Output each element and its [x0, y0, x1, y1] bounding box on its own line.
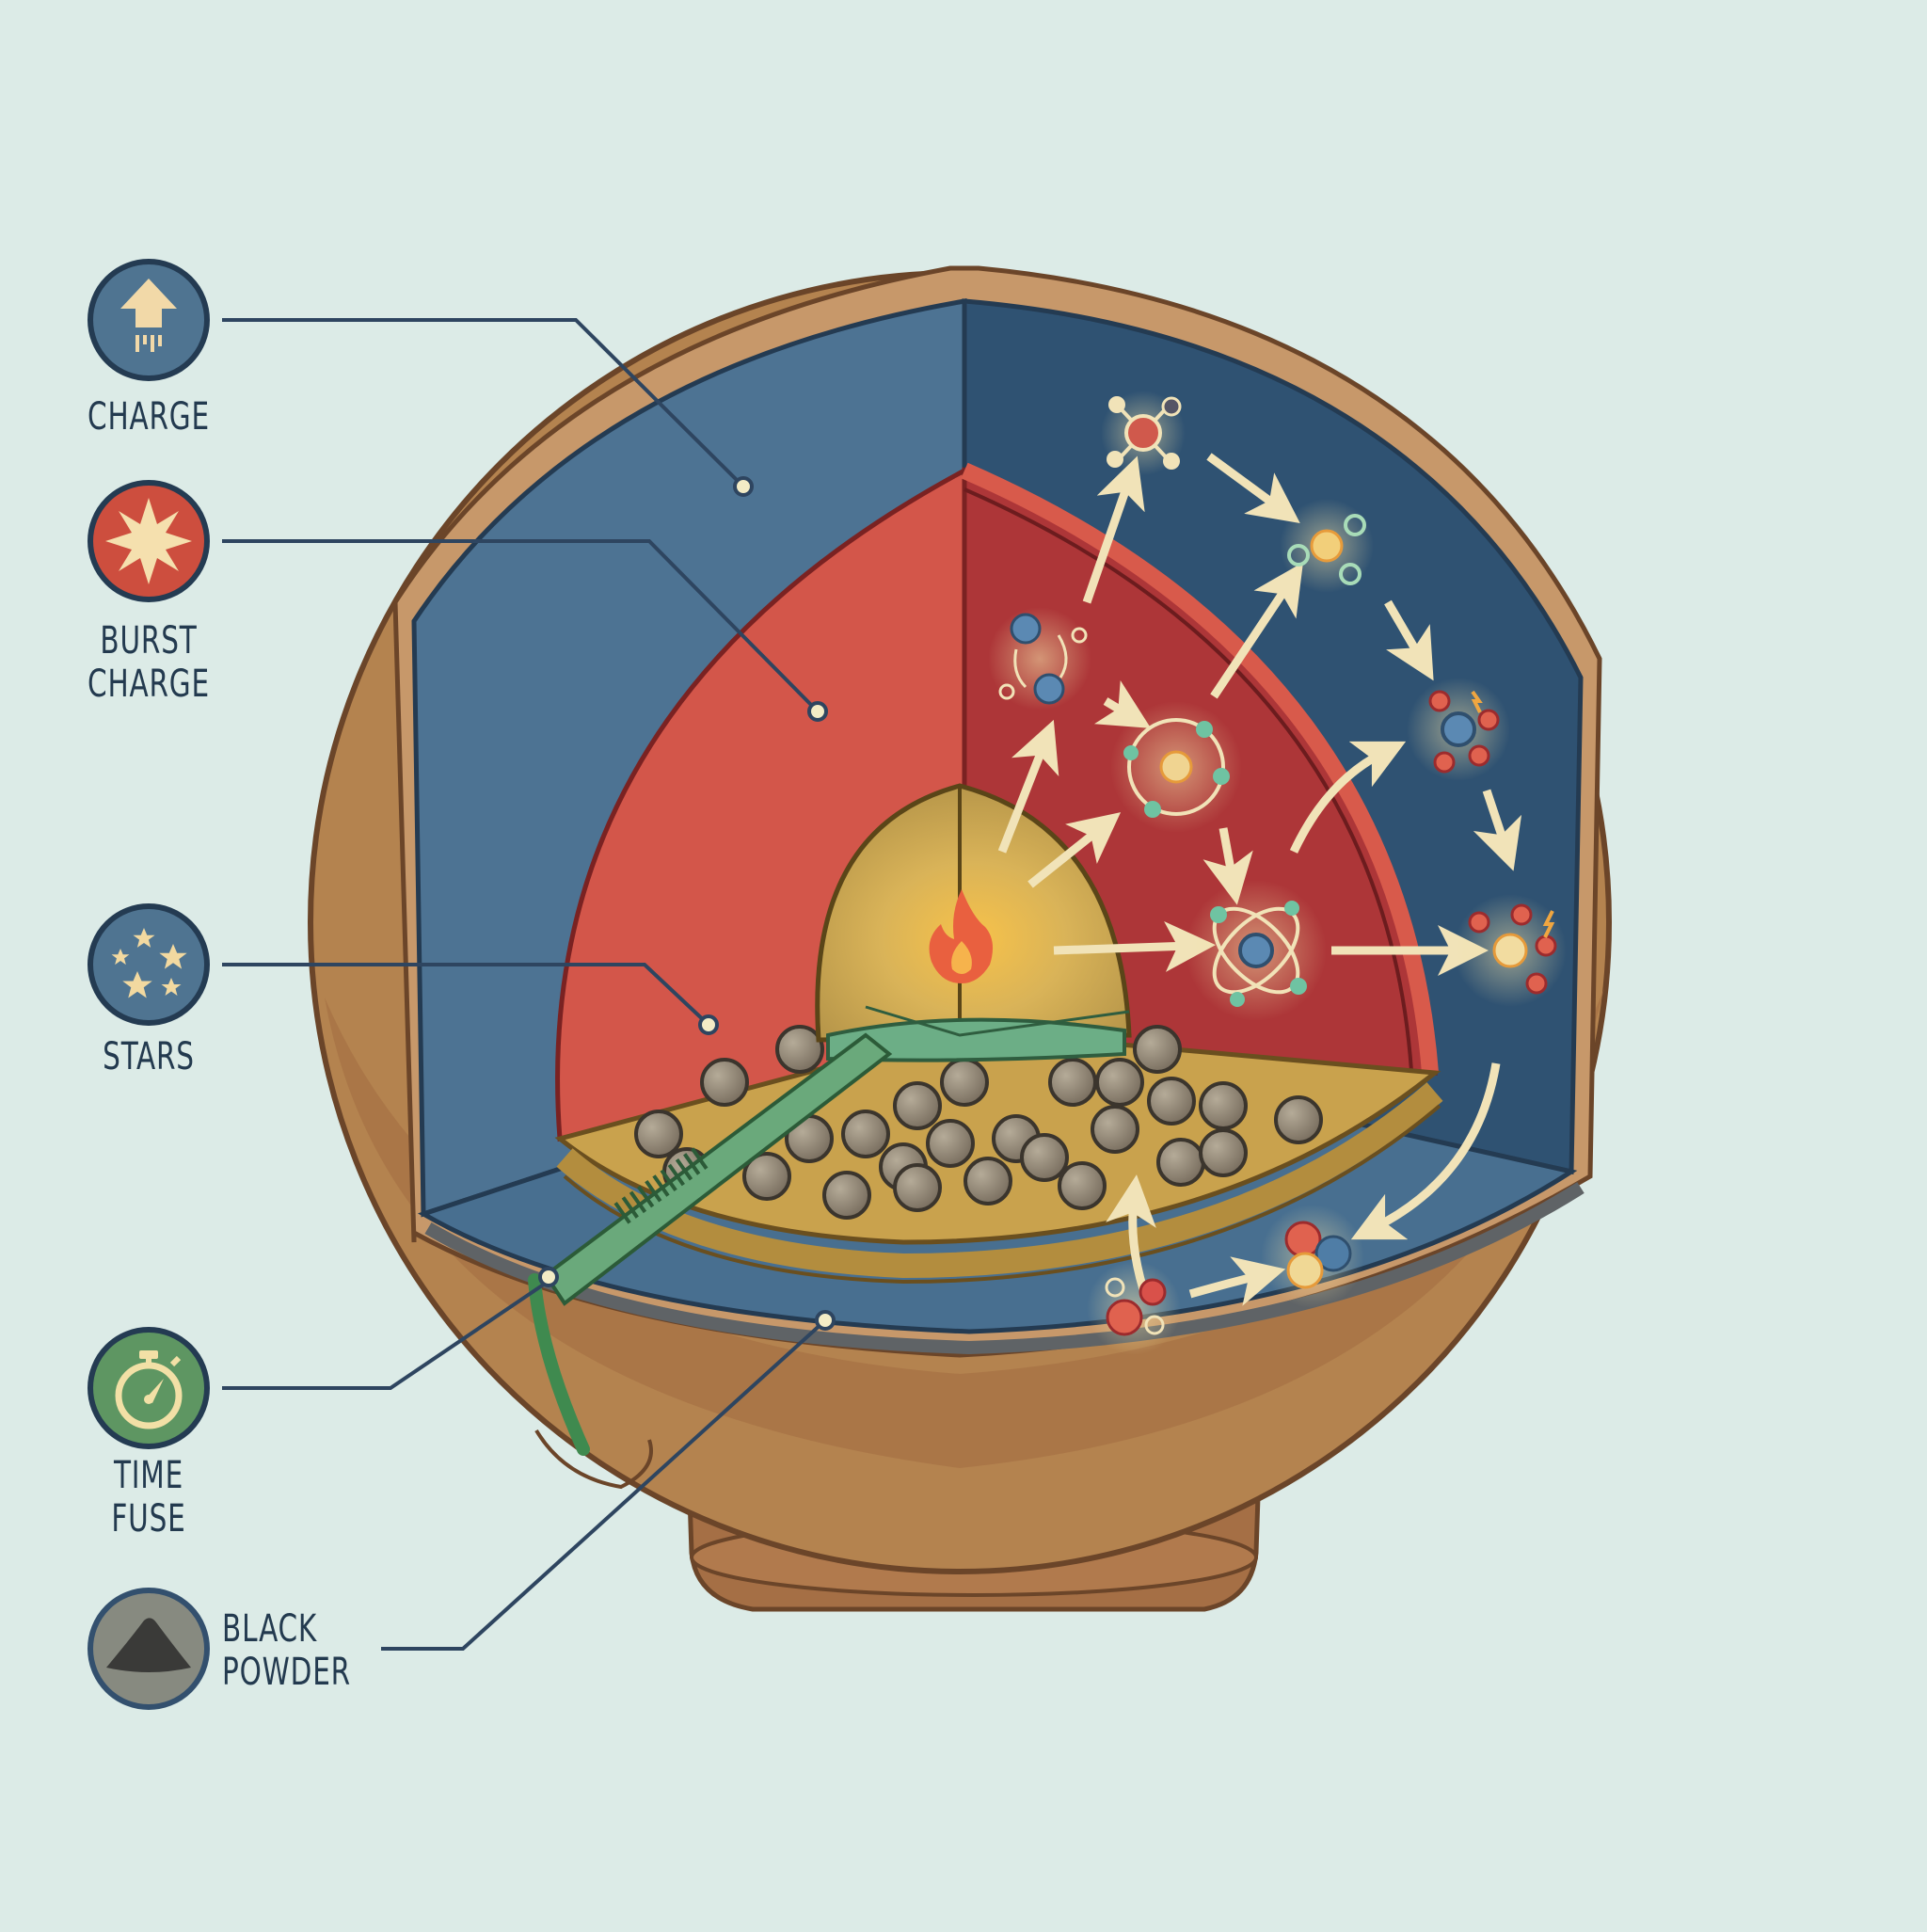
leader-time-fuse [222, 1278, 552, 1390]
arrow-up-thrust-icon [88, 259, 210, 381]
leader-burst-charge [222, 539, 819, 712]
stars-icon [88, 903, 210, 1026]
powder-pile-icon [88, 1588, 210, 1710]
legend-label-stars: STARS [103, 1035, 195, 1078]
particle-cluster-blue-icon [1407, 678, 1510, 781]
red-particle-group-icon [1087, 1261, 1181, 1355]
legend-label-burst-charge: BURST CHARGE [88, 619, 210, 706]
molecule-red-core-icon [1101, 391, 1186, 475]
molecule-yellow-core-icon [1280, 499, 1374, 593]
legend-label-time-fuse: TIME FUSE [111, 1454, 186, 1541]
leader-stars [222, 963, 709, 1026]
time-fuse [528, 1032, 893, 1456]
atom-orbital-icon [1186, 880, 1327, 1021]
reaction-particles [988, 391, 1567, 1355]
leader-lines [222, 318, 825, 1651]
orbit-ring-atom-icon [1110, 701, 1242, 833]
flame-icon [929, 889, 994, 983]
starburst-icon [88, 480, 210, 602]
leader-charge [222, 318, 743, 487]
tri-particle-icon [1261, 1205, 1364, 1308]
molecule-pair-icon [988, 607, 1091, 711]
particle-cluster-yellow-icon [1454, 894, 1567, 1007]
legend-icons [88, 259, 210, 1710]
stopwatch-icon [88, 1327, 210, 1449]
legend-label-black-powder: BLACK POWDER [222, 1607, 351, 1694]
legend-label-charge: CHARGE [88, 395, 210, 439]
core-chamber [815, 783, 1132, 1062]
leader-endpoints [538, 476, 836, 1331]
star-pellets [634, 1025, 1323, 1220]
reaction-arrows [997, 453, 1522, 1306]
leader-black-powder [381, 1320, 825, 1651]
